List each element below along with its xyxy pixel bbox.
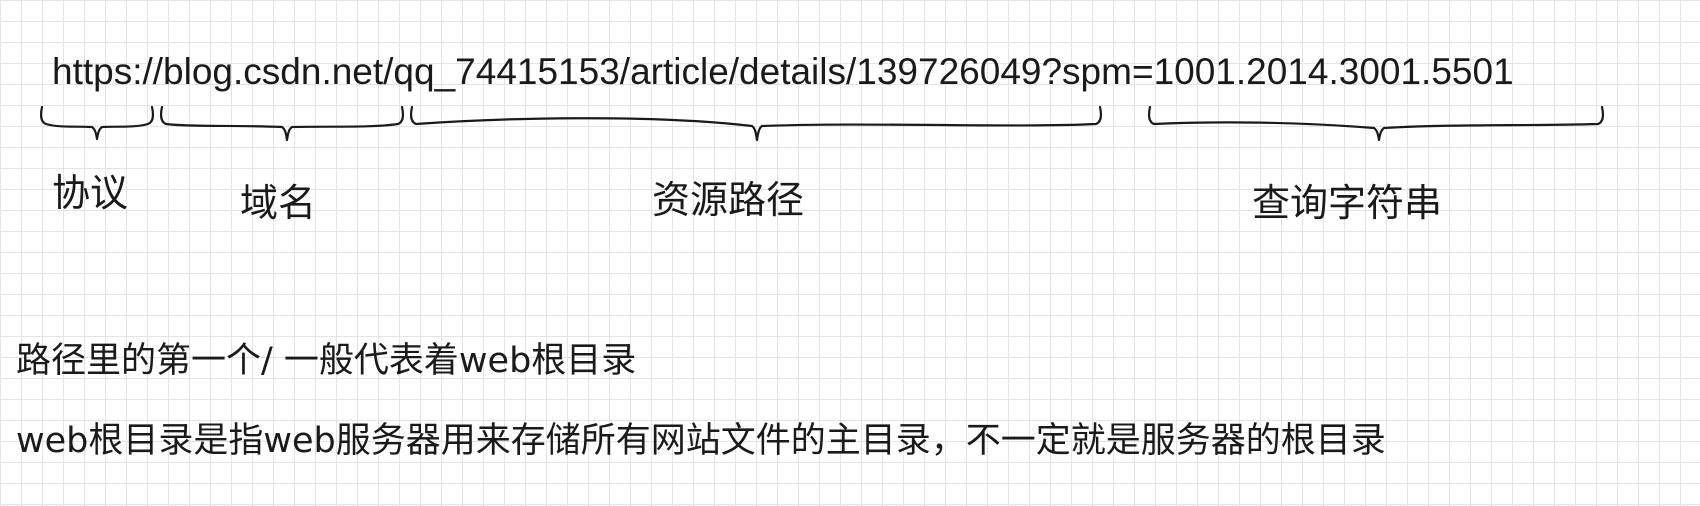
query-brace (1147, 105, 1605, 142)
note-first-slash: 路径里的第一个/ 一般代表着web根目录 (16, 341, 637, 381)
note-web-root: web根目录是指web服务器用来存储所有网站文件的主目录，不一定就是服务器的根目… (16, 421, 1386, 461)
path-label: 资源路径 (652, 178, 805, 222)
url-text: https://blog.csdn.net/qq_74415153/articl… (52, 51, 1514, 92)
path-brace (409, 105, 1103, 142)
protocol-brace (39, 105, 155, 141)
protocol-label: 协议 (52, 171, 129, 215)
domain-label: 域名 (240, 181, 317, 225)
domain-brace (159, 105, 405, 142)
query-label: 查询字符串 (1252, 181, 1443, 225)
